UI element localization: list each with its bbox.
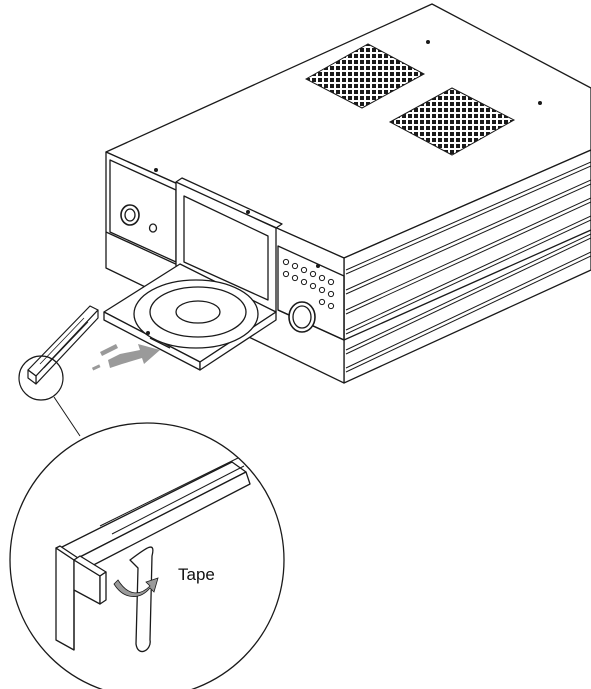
magnified-callout: Tape: [9, 422, 285, 689]
side-ribs: [345, 161, 591, 373]
right-control-panel: [277, 245, 345, 341]
top-vent-right: [388, 87, 516, 156]
arrow-insert-icon: [91, 344, 160, 371]
display-screen: [183, 195, 269, 301]
adhesive-strip-part: [27, 305, 99, 385]
detail-marker-circle: [18, 355, 64, 401]
callout-leader-line: [53, 396, 81, 437]
top-vent-left: [304, 43, 426, 109]
arrow-curl-icon: [113, 577, 159, 597]
screws: [154, 40, 542, 268]
power-knob-icon: [120, 204, 140, 226]
tape-label: Tape: [178, 565, 215, 584]
tape-flap: [129, 546, 154, 653]
strip-end-outer: [55, 547, 75, 651]
receiver-unit: [105, 3, 591, 384]
headphone-jack-icon: [148, 223, 158, 233]
disc-tray: [103, 263, 277, 371]
control-buttons: [282, 258, 335, 310]
